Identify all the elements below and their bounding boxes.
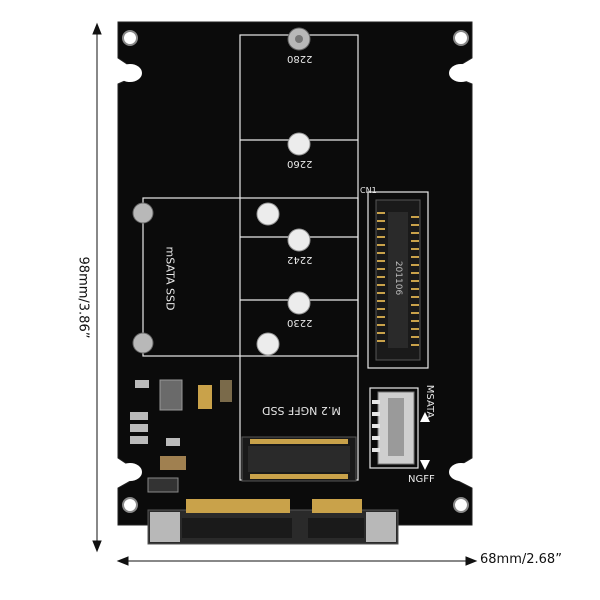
msata-ssd-label: mSATA SSD <box>163 246 177 311</box>
cn1-label: CN1 <box>360 186 377 195</box>
chip-code-label: 201106 <box>393 260 404 296</box>
switch-msata-label: MSATA <box>424 384 436 419</box>
msata-connector <box>375 199 421 361</box>
m2-ngff-label: M.2 NGFF SSD <box>262 404 341 417</box>
width-dimension-arrow <box>116 556 478 566</box>
height-dimension-label: 98mm/3.86” <box>75 256 91 339</box>
msata-ngff-switch <box>372 391 415 465</box>
length-2260-label: 2260 <box>287 158 313 169</box>
switch-ngff-label: NGFF <box>408 474 435 485</box>
length-2230-label: 2230 <box>287 317 313 328</box>
length-2280-label: 2280 <box>287 53 313 64</box>
screw-holes <box>132 27 311 356</box>
height-dimension-arrow <box>92 22 102 553</box>
length-2242-label: 2242 <box>287 254 313 265</box>
arrow-down-icon <box>420 460 430 470</box>
smd-components <box>130 379 232 493</box>
sata-connector <box>147 499 399 545</box>
arrow-up-icon <box>420 412 430 422</box>
msata-slot-outline <box>142 197 359 357</box>
width-dimension-label: 68mm/2.68” <box>480 552 562 567</box>
m2-connector <box>241 436 357 482</box>
mounting-holes <box>122 30 469 513</box>
